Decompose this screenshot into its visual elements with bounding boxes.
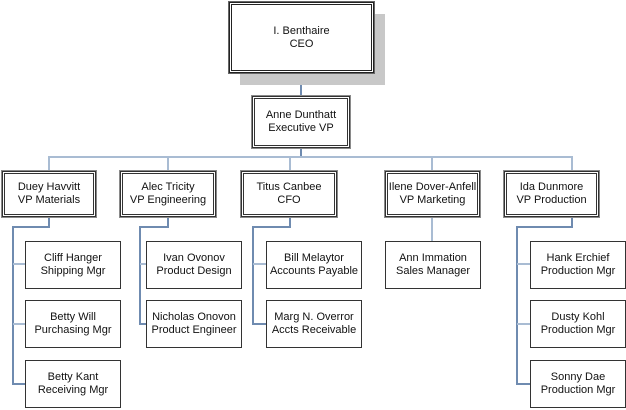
report-box[interactable]: Sonny Dae Production Mgr [530,360,626,408]
vp-box-production[interactable]: Ida Dunmore VP Production [503,170,600,218]
vp-title: CFO [277,194,301,206]
report-box[interactable]: Betty Kant Receiving Mgr [25,360,121,408]
vp-name: Ida Dunmore [519,181,584,193]
report-name: Ivan Ovonov [163,252,225,264]
report-title: Accounts Payable [269,265,359,277]
vp-box-materials[interactable]: Duey Havvitt VP Materials [1,170,97,218]
vp-box-engineering[interactable]: Alec Tricity VP Engineering [119,170,217,218]
report-box[interactable]: Ann Immation Sales Manager [385,241,481,289]
report-name: Marg N. Overror [274,311,354,323]
report-box[interactable]: Betty Will Purchasing Mgr [25,300,121,348]
vp-name: Alec Tricity [141,181,195,193]
report-title: Purchasing Mgr [34,324,112,336]
ceo-title: CEO [289,37,314,50]
report-title: Shipping Mgr [40,265,106,277]
report-title: Production Mgr [540,324,616,336]
connector-vp5-spine [516,216,573,385]
report-title: Sales Manager [396,265,470,277]
connector-vp2-spine [139,216,169,325]
report-box[interactable]: Nicholas Onovon Product Engineer [146,300,242,348]
report-box[interactable]: Cliff Hanger Shipping Mgr [25,241,121,289]
vp-title: VP Marketing [399,194,466,206]
vp-title: VP Production [516,194,587,206]
exec-vp-box[interactable]: Anne Dunthatt Executive VP [251,95,351,149]
report-name: Betty Kant [47,371,99,383]
ceo-name: I. Benthaire [273,24,330,37]
report-name: Dusty Kohl [551,311,605,323]
report-name: Sonny Dae [550,371,606,383]
vp-name: Duey Havvitt [17,181,81,193]
exec-vp-title: Executive VP [268,122,334,134]
vp-box-cfo[interactable]: Titus Canbee CFO [240,170,338,218]
exec-vp-name: Anne Dunthatt [265,109,337,121]
ceo-box[interactable]: I. Benthaire CEO [228,1,375,74]
report-title: Production Mgr [540,265,616,277]
vp-title: VP Materials [17,194,81,206]
report-box[interactable]: Dusty Kohl Production Mgr [530,300,626,348]
vp-name: Ilene Dover-Anfell [388,181,477,193]
report-title: Product Engineer [151,324,237,336]
report-name: Bill Melaytor [284,252,344,264]
report-box[interactable]: Bill Melaytor Accounts Payable [266,241,362,289]
report-title: Accts Receivable [271,324,357,336]
vp-title: VP Engineering [129,194,207,206]
vp-name: Titus Canbee [256,181,322,193]
report-box[interactable]: Hank Erchief Production Mgr [530,241,626,289]
report-name: Betty Will [50,311,96,323]
report-name: Ann Immation [399,252,467,264]
connector-vp1-spine [12,216,50,385]
connector-vp3-spine [252,216,291,325]
report-box[interactable]: Ivan Ovonov Product Design [146,241,242,289]
report-name: Cliff Hanger [44,252,102,264]
vp-box-marketing[interactable]: Ilene Dover-Anfell VP Marketing [384,170,481,218]
report-title: Production Mgr [540,384,616,396]
report-name: Nicholas Onovon [152,311,236,323]
report-box[interactable]: Marg N. Overror Accts Receivable [266,300,362,348]
report-name: Hank Erchief [546,252,610,264]
report-title: Product Design [156,265,232,277]
report-title: Receiving Mgr [37,384,109,396]
